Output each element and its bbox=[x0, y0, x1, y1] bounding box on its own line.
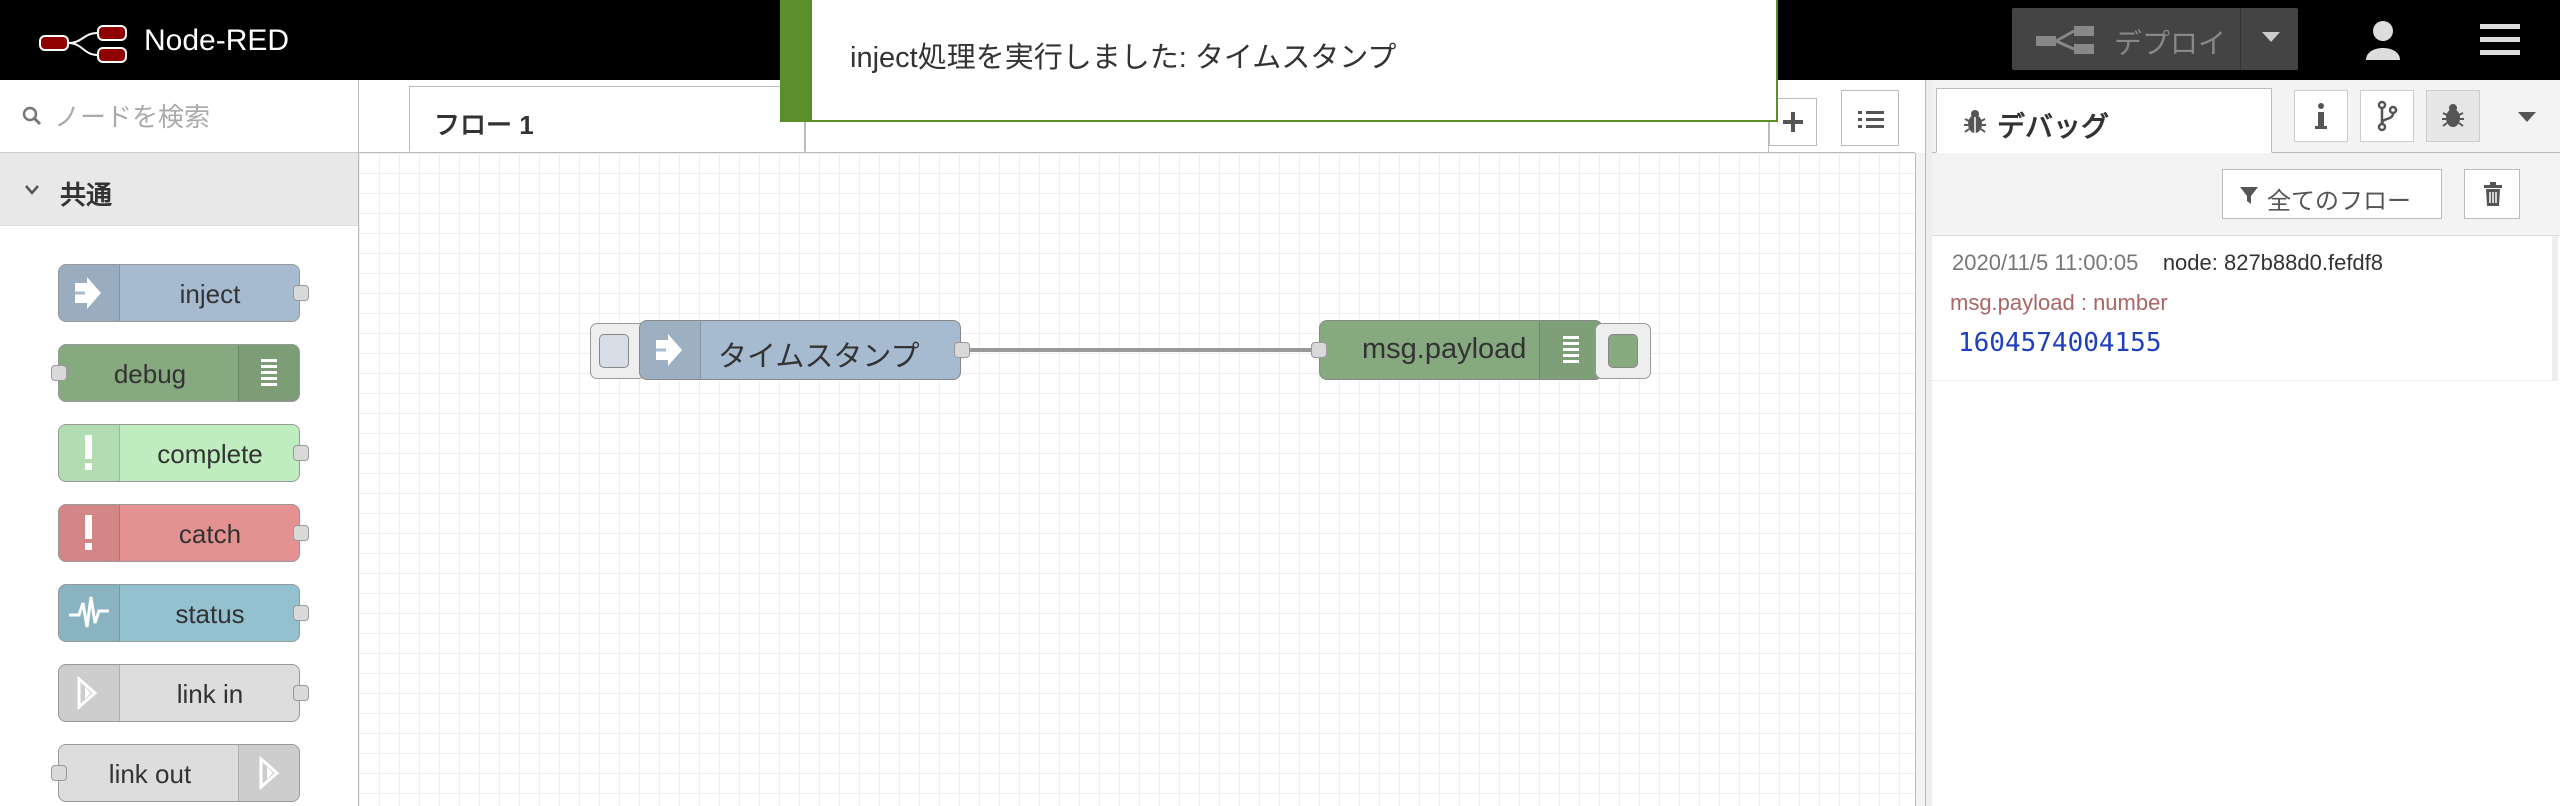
deploy-separator bbox=[2240, 8, 2241, 70]
notification-accent-bar bbox=[782, 0, 812, 120]
tab-flow-1[interactable]: フロー 1 bbox=[409, 86, 805, 152]
app-title: Node-RED bbox=[144, 24, 290, 57]
flow-node-debug[interactable]: msg.payload bbox=[1311, 320, 1603, 380]
palette-search bbox=[0, 80, 358, 153]
debug-tab-button[interactable] bbox=[2426, 90, 2480, 142]
chevron-down-icon bbox=[24, 183, 40, 201]
menu-icon[interactable] bbox=[2480, 24, 2520, 61]
palette-node-catch[interactable]: catch bbox=[58, 504, 309, 562]
list-flows-button[interactable] bbox=[1841, 90, 1899, 146]
flow-node-label: タイムスタンプ bbox=[718, 341, 920, 373]
alert-icon bbox=[59, 505, 120, 561]
output-port[interactable] bbox=[293, 525, 309, 541]
add-flow-button[interactable] bbox=[1769, 98, 1817, 146]
output-port[interactable] bbox=[293, 685, 309, 701]
filter-icon bbox=[2239, 185, 2259, 213]
git-tab-button[interactable] bbox=[2360, 90, 2414, 142]
filter-flows-label: 全てのフロー bbox=[2267, 188, 2411, 215]
filter-flows-button[interactable]: 全てのフロー bbox=[2222, 169, 2442, 219]
sidebar: デバッグ 全てのフロー 2020/11/5 11:00:05 node: 827… bbox=[1932, 80, 2560, 806]
search-icon bbox=[22, 106, 42, 131]
trash-icon bbox=[2484, 182, 2502, 206]
debug-message[interactable]: 2020/11/5 11:00:05 node: 827b88d0.fefdf8… bbox=[1932, 236, 2558, 381]
inject-icon bbox=[59, 265, 120, 321]
deploy-label: デプロイ bbox=[2114, 28, 2227, 59]
deploy-menu-caret-icon[interactable] bbox=[2262, 32, 2280, 42]
sidebar-tab-debug[interactable]: デバッグ bbox=[1936, 88, 2272, 153]
debug-list-icon bbox=[238, 345, 299, 401]
debug-message-type: msg.payload : number bbox=[1950, 290, 2168, 315]
flow-node-label: msg.payload bbox=[1362, 333, 1527, 365]
sidebar-tabs: デバッグ bbox=[1932, 80, 2560, 153]
output-port[interactable] bbox=[293, 445, 309, 461]
deploy-icon bbox=[2036, 26, 2096, 59]
palette-node-label: status bbox=[175, 599, 245, 629]
clear-messages-button[interactable] bbox=[2464, 169, 2520, 219]
flow-canvas[interactable]: タイムスタンプ msg.payload bbox=[359, 153, 1915, 806]
info-icon bbox=[2315, 103, 2327, 129]
tab-label: フロー 1 bbox=[434, 110, 534, 140]
palette-node-debug[interactable]: debug bbox=[51, 344, 300, 402]
alert-icon bbox=[59, 425, 120, 481]
palette-node-label: catch bbox=[178, 519, 242, 549]
debug-message-node[interactable]: node: 827b88d0.fefdf8 bbox=[2162, 250, 2384, 275]
palette-node-label: debug bbox=[113, 359, 187, 389]
palette-category-label: 共通 bbox=[60, 180, 113, 210]
bug-icon bbox=[1963, 109, 1987, 140]
sidebar-tab-label: デバッグ bbox=[1997, 111, 2110, 142]
canvas-scrollbar[interactable] bbox=[1915, 153, 1926, 806]
node-red-logo-icon bbox=[38, 24, 134, 69]
palette-node-label: inject bbox=[179, 279, 241, 309]
inject-icon bbox=[640, 321, 701, 379]
wire-layer bbox=[959, 348, 1319, 352]
debug-toggle-button[interactable] bbox=[1595, 323, 1651, 379]
debug-list-icon bbox=[1539, 321, 1602, 379]
notification-toast[interactable]: inject処理を実行しました: タイムスタンプ bbox=[780, 0, 1778, 122]
input-port[interactable] bbox=[1311, 342, 1327, 358]
output-port[interactable] bbox=[954, 342, 970, 358]
palette-search-input[interactable] bbox=[52, 98, 346, 136]
link-out-icon bbox=[238, 745, 299, 801]
palette-node-label: link out bbox=[108, 759, 192, 789]
bug-icon bbox=[2442, 104, 2464, 127]
palette-node-link-out[interactable]: link out bbox=[51, 744, 300, 802]
debug-toolbar: 全てのフロー bbox=[1932, 153, 2560, 236]
output-port[interactable] bbox=[293, 285, 309, 301]
debug-message-value[interactable]: 1604574004155 bbox=[1958, 328, 2162, 358]
palette-node-label: complete bbox=[157, 439, 263, 469]
inject-trigger-inner bbox=[599, 334, 629, 368]
branch-icon bbox=[2377, 100, 2398, 132]
debug-message-meta: 2020/11/5 11:00:05 node: 827b88d0.fefdf8 bbox=[1952, 250, 2383, 276]
debug-toggle-inner bbox=[1608, 334, 1638, 368]
pulse-icon bbox=[59, 585, 120, 641]
palette-node-complete[interactable]: complete bbox=[58, 424, 309, 482]
list-icon bbox=[1858, 111, 1884, 128]
input-port[interactable] bbox=[51, 365, 67, 381]
debug-message-list: 2020/11/5 11:00:05 node: 827b88d0.fefdf8… bbox=[1932, 236, 2560, 806]
debug-message-timestamp: 2020/11/5 11:00:05 bbox=[1952, 250, 2139, 275]
sidebar-menu-caret-icon[interactable] bbox=[2518, 112, 2536, 122]
palette-category-body: inject debug complete catch bbox=[0, 226, 358, 806]
deploy-button[interactable]: デプロイ bbox=[2012, 8, 2298, 70]
output-port[interactable] bbox=[293, 605, 309, 621]
flow-node-inject[interactable]: タイムスタンプ bbox=[639, 320, 970, 380]
palette-category-header[interactable]: 共通 bbox=[0, 153, 358, 226]
user-icon[interactable] bbox=[2366, 20, 2400, 65]
node-palette: 共通 inject debug complete bbox=[0, 80, 359, 806]
inject-trigger-button[interactable] bbox=[590, 323, 646, 379]
plus-icon bbox=[1783, 112, 1803, 132]
info-tab-button[interactable] bbox=[2294, 90, 2348, 142]
input-port[interactable] bbox=[51, 765, 67, 781]
palette-node-label: link in bbox=[176, 679, 244, 709]
palette-node-inject[interactable]: inject bbox=[58, 264, 309, 322]
palette-node-status[interactable]: status bbox=[58, 584, 309, 642]
link-in-icon bbox=[59, 665, 120, 721]
notification-text: inject処理を実行しました: タイムスタンプ bbox=[850, 42, 1397, 74]
palette-node-link-in[interactable]: link in bbox=[58, 664, 309, 722]
